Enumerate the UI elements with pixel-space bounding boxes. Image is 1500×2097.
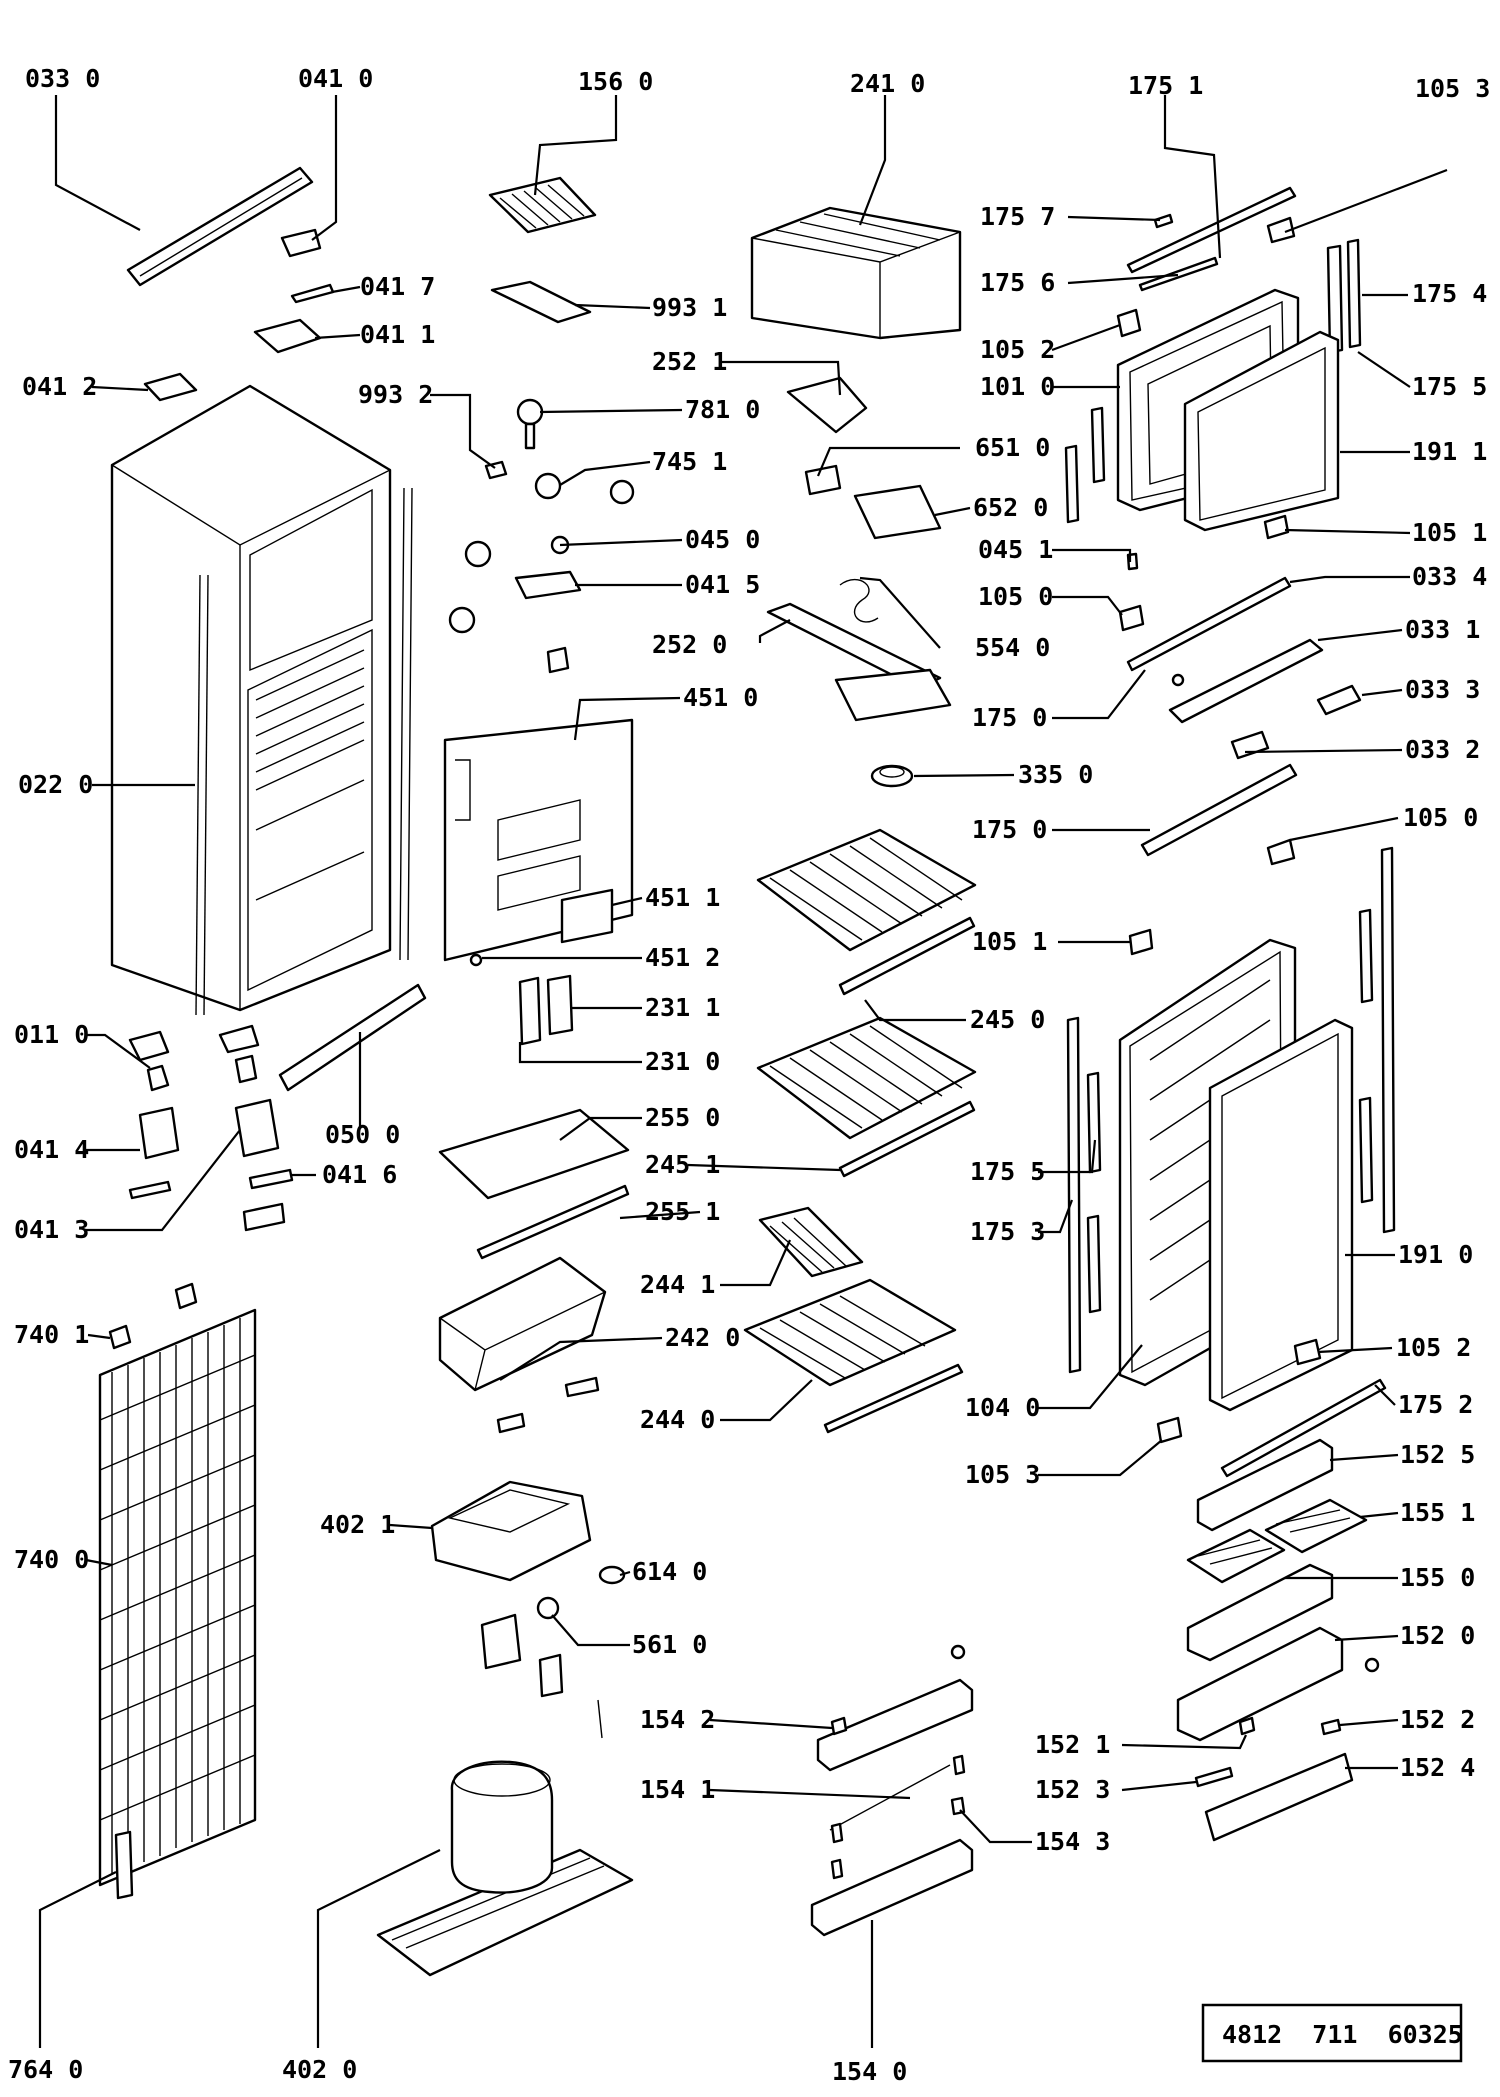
part-label-105-0-mid: 105 0	[1403, 803, 1478, 832]
part-label-614-0: 614 0	[632, 1557, 707, 1586]
part-label-155-1: 155 1	[1400, 1498, 1475, 1527]
part-label-041-7: 041 7	[360, 272, 435, 301]
part-label-041-5: 041 5	[685, 570, 760, 599]
part-label-041-1: 041 1	[360, 320, 435, 349]
part-label-175-6: 175 6	[980, 268, 1055, 297]
part-label-033-2: 033 2	[1405, 735, 1480, 764]
part-label-152-3: 152 3	[1035, 1775, 1110, 1804]
part-label-152-5: 152 5	[1400, 1440, 1475, 1469]
part-label-451-2: 451 2	[645, 943, 720, 972]
part-label-152-0: 152 0	[1400, 1621, 1475, 1650]
part-label-255-1: 255 1	[645, 1197, 720, 1226]
part-drawings	[98, 166, 1396, 1977]
part-label-745-1: 745 1	[652, 447, 727, 476]
part-label-451-1: 451 1	[645, 883, 720, 912]
part-label-740-0: 740 0	[14, 1545, 89, 1574]
part-label-011-0: 011 0	[14, 1020, 89, 1049]
part-label-241-0: 241 0	[850, 69, 925, 98]
part-label-154-0: 154 0	[832, 2057, 907, 2086]
part-label-335-0: 335 0	[1018, 760, 1093, 789]
part-label-764-0: 764 0	[8, 2055, 83, 2084]
part-label-993-1: 993 1	[652, 293, 727, 322]
part-label-041-4: 041 4	[14, 1135, 89, 1164]
part-label-175-4: 175 4	[1412, 279, 1487, 308]
part-label-451-0: 451 0	[683, 683, 758, 712]
part-label-105-3-top: 105 3	[1415, 74, 1490, 103]
part-label-651-0: 651 0	[975, 433, 1050, 462]
part-label-105-3-low: 105 3	[965, 1460, 1040, 1489]
part-label-245-1: 245 1	[645, 1150, 720, 1179]
part-label-033-1: 033 1	[1405, 615, 1480, 644]
part-label-152-4: 152 4	[1400, 1753, 1475, 1782]
part-label-554-0: 554 0	[975, 633, 1050, 662]
part-labels: 033 0 041 0 156 0 241 0 175 1 105 3 175 …	[8, 64, 1490, 2086]
part-label-402-0: 402 0	[282, 2055, 357, 2084]
part-label-101-0: 101 0	[980, 372, 1055, 401]
part-label-175-3: 175 3	[970, 1217, 1045, 1246]
part-label-244-0: 244 0	[640, 1405, 715, 1434]
part-label-561-0: 561 0	[632, 1630, 707, 1659]
part-label-033-4: 033 4	[1412, 562, 1487, 591]
part-label-105-2-low: 105 2	[1396, 1333, 1471, 1362]
part-label-191-1: 191 1	[1412, 437, 1487, 466]
part-label-156-0: 156 0	[578, 67, 653, 96]
part-label-154-2: 154 2	[640, 1705, 715, 1734]
part-label-993-2: 993 2	[358, 380, 433, 409]
part-label-252-0: 252 0	[652, 630, 727, 659]
part-label-175-7: 175 7	[980, 202, 1055, 231]
part-label-191-0: 191 0	[1398, 1240, 1473, 1269]
part-label-105-1-top: 105 1	[1412, 518, 1487, 547]
part-label-740-1: 740 1	[14, 1320, 89, 1349]
part-label-045-0: 045 0	[685, 525, 760, 554]
part-label-244-1: 244 1	[640, 1270, 715, 1299]
part-label-255-0: 255 0	[645, 1103, 720, 1132]
part-label-105-0-top: 105 0	[978, 582, 1053, 611]
part-label-152-2: 152 2	[1400, 1705, 1475, 1734]
part-label-175-2: 175 2	[1398, 1390, 1473, 1419]
part-label-175-5-top: 175 5	[1412, 372, 1487, 401]
part-label-242-0: 242 0	[665, 1323, 740, 1352]
part-label-245-0: 245 0	[970, 1005, 1045, 1034]
part-label-033-0: 033 0	[25, 64, 100, 93]
reference-number-box: 4812 711 60325	[1201, 2003, 1463, 2063]
part-label-781-0: 781 0	[685, 395, 760, 424]
part-label-105-1-mid: 105 1	[972, 927, 1047, 956]
part-label-050-0: 050 0	[325, 1120, 400, 1149]
part-label-105-2-top: 105 2	[980, 335, 1055, 364]
part-label-175-0-top: 175 0	[972, 703, 1047, 732]
part-label-152-1: 152 1	[1035, 1730, 1110, 1759]
part-label-104-0: 104 0	[965, 1393, 1040, 1422]
part-label-231-1: 231 1	[645, 993, 720, 1022]
leader-lines	[38, 95, 1448, 2048]
part-label-652-0: 652 0	[973, 493, 1048, 522]
part-label-252-1: 252 1	[652, 347, 727, 376]
part-label-041-3: 041 3	[14, 1215, 89, 1244]
part-label-041-0: 041 0	[298, 64, 373, 93]
part-label-175-0-mid: 175 0	[972, 815, 1047, 844]
part-label-022-0: 022 0	[18, 770, 93, 799]
part-label-175-1: 175 1	[1128, 71, 1203, 100]
part-label-033-3: 033 3	[1405, 675, 1480, 704]
part-label-041-2: 041 2	[22, 372, 97, 401]
part-label-231-0: 231 0	[645, 1047, 720, 1076]
part-label-045-1: 045 1	[978, 535, 1053, 564]
part-label-155-0: 155 0	[1400, 1563, 1475, 1592]
reference-number: 4812 711 60325	[1222, 2020, 1463, 2049]
part-label-154-3: 154 3	[1035, 1827, 1110, 1856]
part-label-154-1: 154 1	[640, 1775, 715, 1804]
part-label-041-6: 041 6	[322, 1160, 397, 1189]
part-label-175-5-mid: 175 5	[970, 1157, 1045, 1186]
part-label-402-1: 402 1	[320, 1510, 395, 1539]
